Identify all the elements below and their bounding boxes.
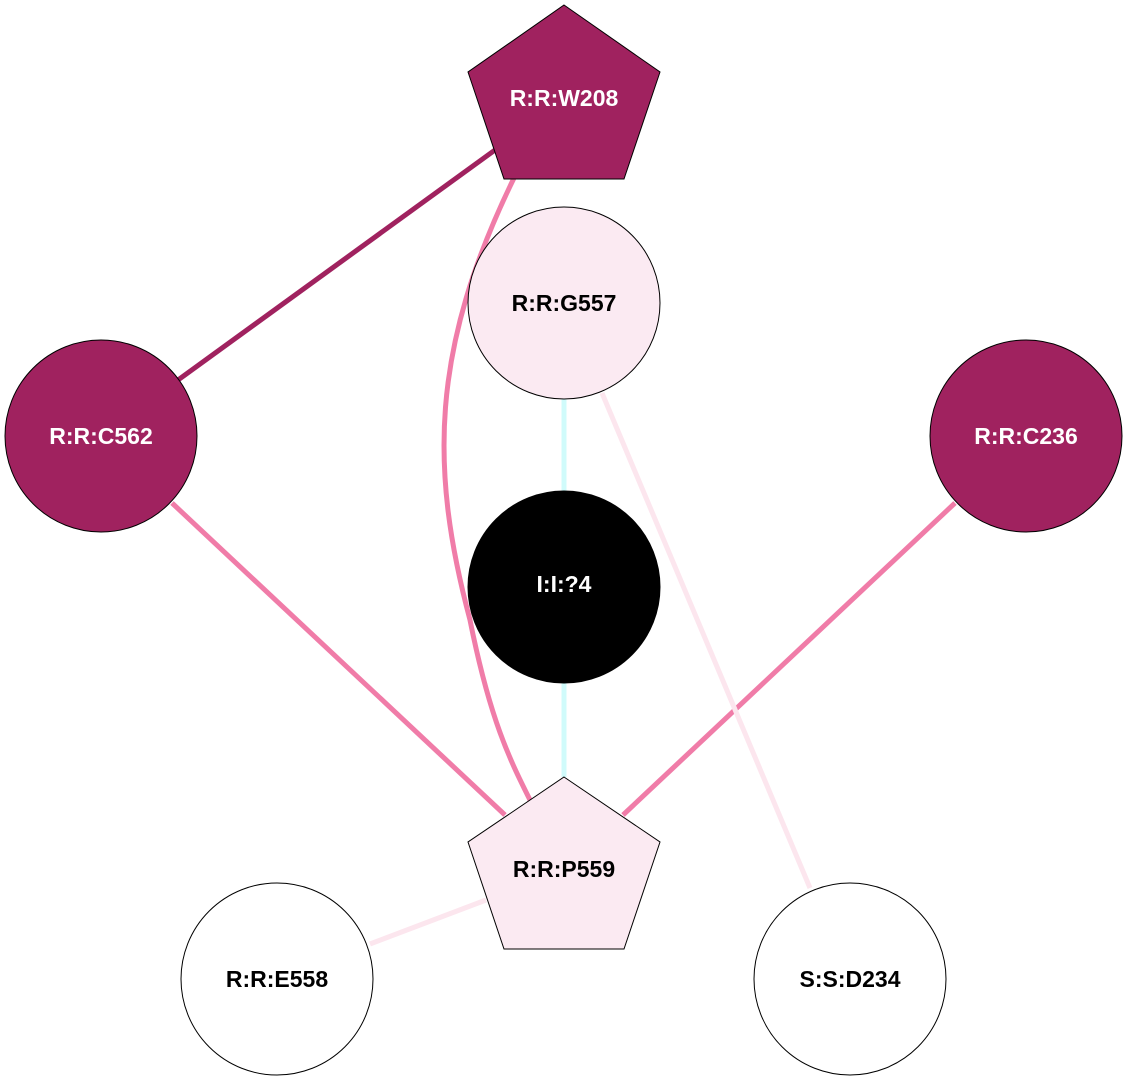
node-label: R:R:W208	[510, 85, 619, 111]
node-label: R:R:E558	[226, 966, 328, 992]
edge-w208-c562	[176, 147, 497, 383]
node-e558[interactable]: R:R:E558	[180, 882, 374, 1076]
node-label: R:R:P559	[513, 856, 615, 882]
edge-g557-d234	[599, 392, 813, 889]
node-i4[interactable]: I:I:?4	[467, 490, 661, 684]
node-p559[interactable]: R:R:P559	[467, 776, 661, 950]
node-w208[interactable]: R:R:W208	[467, 4, 661, 180]
node-label: S:S:D234	[800, 966, 901, 992]
node-label: R:R:G557	[512, 290, 617, 316]
node-c236[interactable]: R:R:C236	[929, 339, 1123, 533]
edge-w208-p559	[441, 176, 533, 802]
node-d234[interactable]: S:S:D234	[753, 882, 947, 1076]
node-label: I:I:?4	[537, 571, 592, 597]
edge-c562-p559	[170, 501, 507, 817]
edge-c236-p559	[621, 501, 957, 817]
node-label: R:R:C236	[974, 423, 1078, 449]
node-label: R:R:C562	[49, 423, 153, 449]
node-g557[interactable]: R:R:G557	[467, 206, 661, 400]
node-c562[interactable]: R:R:C562	[4, 339, 198, 533]
edge-p559-e558	[369, 897, 487, 947]
